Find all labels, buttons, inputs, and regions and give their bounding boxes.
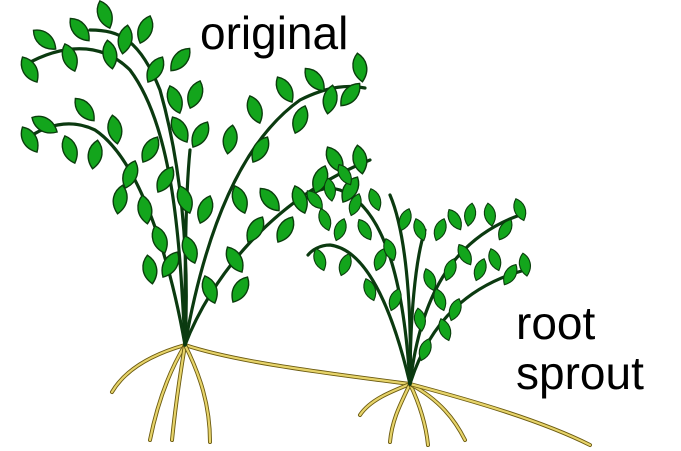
leaf xyxy=(29,25,60,54)
leaf xyxy=(199,274,222,306)
leaf xyxy=(116,24,134,55)
leaf xyxy=(331,217,349,243)
leaf xyxy=(431,217,449,243)
leaf xyxy=(272,74,298,106)
root-line xyxy=(150,345,185,440)
leaf xyxy=(518,252,533,277)
label-original: original xyxy=(200,10,348,56)
leaf xyxy=(351,144,369,175)
leaf xyxy=(152,164,178,196)
leaf xyxy=(483,202,498,227)
leaf xyxy=(184,79,207,111)
leaf xyxy=(134,14,157,46)
leaf xyxy=(500,262,521,288)
root-outline xyxy=(150,345,185,440)
leaf xyxy=(166,44,195,75)
leaf xyxy=(351,52,369,83)
leaf xyxy=(94,0,117,30)
leaf xyxy=(86,139,104,170)
leaf xyxy=(366,187,384,213)
root-outline xyxy=(185,345,210,442)
leaf xyxy=(141,254,159,285)
leaf xyxy=(289,104,312,136)
leaf xyxy=(255,184,284,215)
leaf xyxy=(101,39,119,70)
leaf xyxy=(59,42,82,74)
leaf xyxy=(174,184,197,216)
leaf xyxy=(187,119,213,151)
leaf xyxy=(471,257,489,283)
root-line xyxy=(185,345,210,442)
leaf xyxy=(111,184,129,215)
leaf xyxy=(59,134,82,166)
leaf xyxy=(221,124,239,155)
leaf xyxy=(444,207,465,233)
stem xyxy=(185,86,365,345)
root-outline xyxy=(185,345,410,384)
stem xyxy=(410,270,525,384)
leaf xyxy=(244,94,267,126)
label-sprout: sprout xyxy=(516,350,644,396)
leaf xyxy=(486,247,504,273)
leaf xyxy=(316,207,334,233)
leaf xyxy=(179,234,202,266)
label-root: root xyxy=(516,300,595,346)
leaf xyxy=(463,202,478,227)
leaf xyxy=(441,257,459,283)
leaf xyxy=(227,274,253,306)
leaf xyxy=(336,79,365,110)
leaf xyxy=(70,94,99,125)
leaf xyxy=(149,224,172,256)
leaf xyxy=(361,277,379,303)
leaf xyxy=(194,194,217,226)
stem xyxy=(185,160,370,345)
